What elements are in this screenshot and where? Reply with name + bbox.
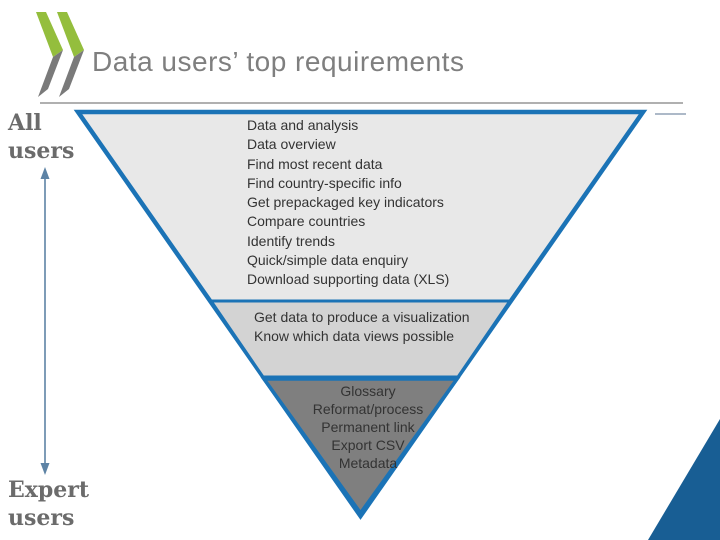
list-item: Get data to produce a visualization bbox=[254, 309, 470, 325]
user-spectrum-arrow bbox=[40, 167, 50, 475]
all-users-label: All users bbox=[8, 110, 75, 164]
funnel-section3-list: Glossary Reformat/process Permanent link… bbox=[270, 382, 466, 472]
list-item: Know which data views possible bbox=[254, 328, 454, 345]
funnel-diagram bbox=[73, 109, 648, 520]
list-item: Get prepackaged key indicators bbox=[247, 194, 444, 211]
expert-users-label: Expert users bbox=[8, 477, 90, 531]
arrow-up-head-icon bbox=[40, 167, 50, 179]
funnel-section2-shape bbox=[208, 299, 513, 379]
logo-chevron1-green bbox=[36, 12, 63, 57]
arrow-down-head-icon bbox=[40, 463, 50, 475]
list-item: Quick/simple data enquiry bbox=[247, 252, 409, 269]
page-title: Data users’ top requirements bbox=[92, 46, 465, 77]
list-item: Reformat/process bbox=[312, 401, 424, 417]
logo-chevron2-gray bbox=[59, 50, 84, 97]
list-item: Metadata bbox=[338, 455, 398, 471]
list-item: Identify trends bbox=[247, 232, 335, 249]
corner-decoration-triangle bbox=[648, 419, 720, 540]
logo-chevron1-gray bbox=[38, 50, 63, 97]
list-item: Data overview bbox=[247, 136, 336, 153]
list-item: Find country-specific info bbox=[247, 174, 402, 191]
funnel-section1-list: Data and analysis Data overview Find mos… bbox=[247, 116, 497, 290]
logo-chevron2-green bbox=[57, 12, 84, 57]
list-item: Compare countries bbox=[247, 213, 366, 230]
oecd-chevrons-logo bbox=[36, 12, 84, 97]
list-item: Permanent link bbox=[321, 419, 415, 435]
funnel-section2-list: Get data to produce a visualization Know… bbox=[254, 308, 504, 347]
list-item: Export CSV bbox=[331, 437, 405, 453]
list-item: Download supporting data (XLS) bbox=[247, 271, 450, 288]
list-item: Glossary bbox=[340, 383, 396, 399]
list-item: Find most recent data bbox=[247, 155, 383, 172]
list-item: Data and analysis bbox=[247, 117, 359, 133]
funnel-section3-shape bbox=[260, 377, 461, 516]
